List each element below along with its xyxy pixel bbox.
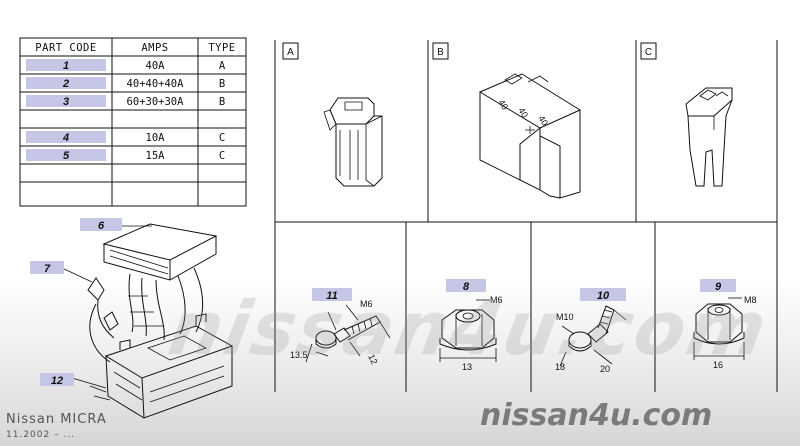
callout-11[interactable]: 11 xyxy=(312,288,352,302)
fuse-marking: 40 xyxy=(496,98,510,112)
callout-10[interactable]: 10 xyxy=(580,288,626,302)
svg-text:9: 9 xyxy=(715,281,722,293)
svg-text:A: A xyxy=(287,47,294,58)
type-label-c: C xyxy=(640,42,657,60)
row-amps: 40A xyxy=(146,60,166,72)
fuse-type-b-drawing[interactable]: 40 40 40 xyxy=(478,73,582,199)
model-name: Nissan MICRA xyxy=(6,412,107,427)
fuse-type-c-drawing[interactable] xyxy=(685,87,733,187)
svg-text:7: 7 xyxy=(44,263,51,275)
row-type: A xyxy=(219,60,226,72)
fuse-marking: 40 xyxy=(516,106,530,120)
type-label-b: B xyxy=(432,42,449,60)
code-highlight xyxy=(26,77,106,89)
svg-text:8: 8 xyxy=(463,281,470,293)
row-amps: 40+40+40A xyxy=(127,78,185,90)
fuse-table: PART CODE AMPS TYPE 1 40A A 2 40+40+40A … xyxy=(19,37,247,207)
code-highlight xyxy=(26,59,106,71)
dimension-9-a: 16 xyxy=(713,360,723,370)
thread-label-11: M6 xyxy=(360,299,373,309)
svg-text:12: 12 xyxy=(51,375,63,387)
header-amps: AMPS xyxy=(141,42,168,54)
thread-label-10: M10 xyxy=(556,312,574,322)
svg-text:C: C xyxy=(645,47,652,58)
row-code[interactable]: 5 xyxy=(63,150,70,162)
panel-grid xyxy=(274,40,778,392)
row-code[interactable]: 2 xyxy=(62,78,69,90)
code-highlight xyxy=(26,95,106,107)
thread-label-9: M8 xyxy=(744,295,757,305)
bolt-10-drawing[interactable] xyxy=(559,305,627,367)
row-amps: 15A xyxy=(146,150,166,162)
dimension-11-b: 12 xyxy=(366,353,379,366)
row-type: B xyxy=(219,96,225,108)
dimension-8-a: 13 xyxy=(462,362,472,372)
row-code[interactable]: 1 xyxy=(63,60,69,72)
brand-logo[interactable]: nissan4u.com xyxy=(480,398,713,433)
catalog-date: 11.2002 – ... xyxy=(6,430,76,440)
row-type: C xyxy=(219,132,225,144)
nut-8-drawing[interactable] xyxy=(439,299,497,362)
header-type: TYPE xyxy=(208,42,235,54)
code-highlight xyxy=(26,149,106,161)
dimension-10-b: 20 xyxy=(600,364,610,374)
row-code[interactable]: 3 xyxy=(63,96,69,108)
row-code[interactable]: 4 xyxy=(62,132,69,144)
dimension-11-a: 13.5 xyxy=(290,350,308,360)
svg-text:10: 10 xyxy=(597,290,610,302)
bolt-11-drawing[interactable] xyxy=(305,304,391,363)
callout-8[interactable]: 8 xyxy=(446,279,486,293)
row-amps: 10A xyxy=(146,132,166,144)
watermark: nissan4u.com xyxy=(162,286,775,372)
fuse-marking: 40 xyxy=(536,114,550,128)
fuse-type-a-drawing[interactable] xyxy=(323,97,383,187)
svg-text:6: 6 xyxy=(98,220,105,232)
callout-6[interactable]: 6 xyxy=(80,218,122,232)
row-type: C xyxy=(219,150,225,162)
row-type: B xyxy=(219,78,225,90)
callout-7[interactable]: 7 xyxy=(30,261,64,275)
thread-label-8: M6 xyxy=(490,295,503,305)
type-label-a: A xyxy=(282,42,299,60)
code-highlight xyxy=(26,131,106,143)
callout-12[interactable]: 12 xyxy=(40,373,74,387)
svg-text:11: 11 xyxy=(326,290,337,302)
svg-text:B: B xyxy=(437,47,444,58)
callout-9[interactable]: 9 xyxy=(700,279,736,293)
header-part-code: PART CODE xyxy=(35,42,96,54)
fuse-box-assembly[interactable] xyxy=(61,223,234,419)
row-amps: 60+30+30A xyxy=(127,96,185,108)
nut-9-drawing[interactable] xyxy=(693,297,745,360)
dimension-10-a: 18 xyxy=(555,362,565,372)
